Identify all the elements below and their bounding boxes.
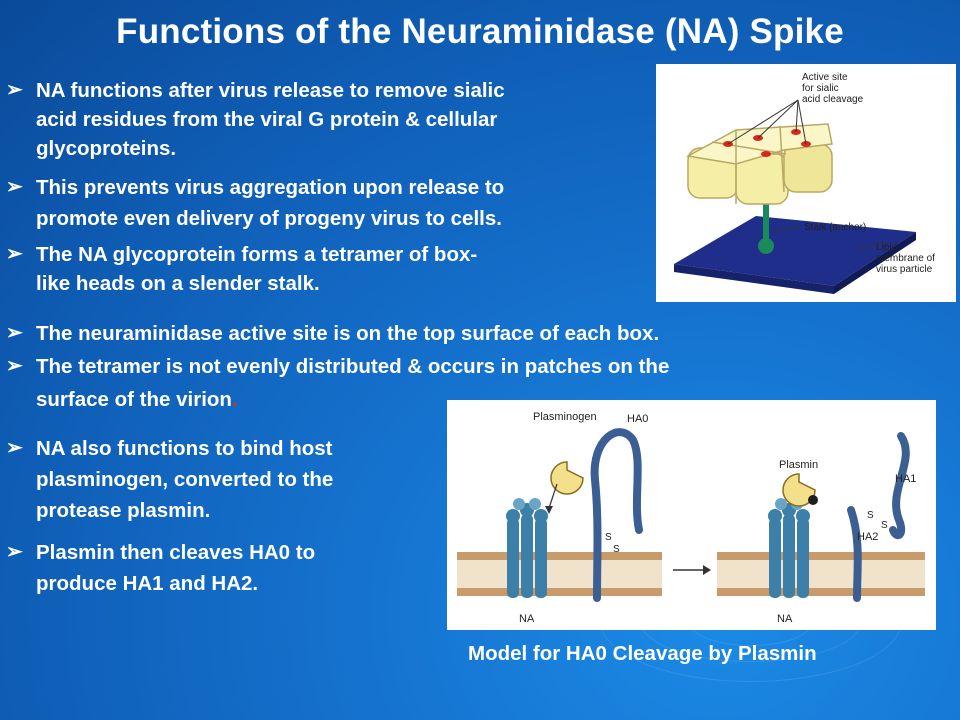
arrow-bullet-icon: ➢: [6, 541, 23, 563]
arrow-bullet-icon: ➢: [6, 322, 23, 344]
disulfide-s: S: [613, 544, 620, 555]
ha0-cleavage-diagram: S S S S Plasminogen HA0 Plasmin HA1 HA2 …: [457, 411, 925, 625]
arrow-bullet-icon: ➢: [6, 176, 23, 198]
bullet-7: ➢ Plasmin then cleaves HA0 to produce HA…: [0, 537, 315, 599]
membrane-edge: [674, 264, 834, 294]
bullet-5: ➢ The tetramer is not evenly distributed…: [0, 350, 669, 416]
arrow-bullet-icon: ➢: [6, 79, 23, 101]
plasmin-icon: [782, 473, 818, 507]
stalk-anchor: [758, 238, 774, 254]
lipid-membrane: [674, 216, 916, 286]
na-tetramer-figure: Active site for sialic acid cleavage Sta…: [656, 64, 956, 302]
transition-arrow-icon: [673, 565, 711, 575]
figure-caption: Model for HA0 Cleavage by Plasmin: [468, 642, 817, 665]
arrow-bullet-icon: ➢: [6, 437, 23, 459]
slide-title: Functions of the Neuraminidase (NA) Spik…: [116, 12, 844, 51]
disulfide-s: S: [867, 510, 874, 521]
na-left-label: NA: [519, 613, 535, 625]
bullet-3: ➢ The NA glycoprotein forms a tetramer o…: [0, 240, 477, 298]
bullet-line: This prevents virus aggregation upon rel…: [36, 176, 505, 199]
bullet-6: ➢ NA also functions to bind host plasmin…: [0, 433, 333, 526]
ha1-chain: [889, 432, 910, 540]
arrow-bullet-icon: ➢: [6, 243, 23, 265]
bullet-line: Plasmin then cleaves HA0 to: [36, 541, 316, 564]
ha0-cleavage-figure: S S S S Plasminogen HA0 Plasmin HA1 HA2 …: [447, 400, 936, 630]
bullet-line: surface of the virion: [36, 388, 232, 411]
ha1-label: HA1: [895, 473, 916, 485]
bullet-line: produce HA1 and HA2.: [36, 572, 259, 595]
na-tetramer-diagram: Active site for sialic acid cleavage Sta…: [674, 72, 938, 294]
bullet-4: ➢ The neuraminidase active site is on th…: [0, 319, 659, 348]
bullet-line: The neuraminidase active site is on the …: [36, 322, 660, 345]
bullet-line: NA also functions to bind host: [36, 437, 333, 460]
arrow-bullet-icon: ➢: [6, 355, 23, 377]
stalk-label: Stalk (anchor): [804, 222, 866, 233]
stalk: [763, 194, 769, 244]
bullet-line: The NA glycoprotein forms a tetramer of …: [36, 243, 478, 266]
plasmin-label: Plasmin: [779, 459, 818, 471]
na-protein-left: [506, 498, 548, 598]
bullet-line: plasminogen, converted to the: [36, 468, 334, 491]
bullet-line: acid residues from the viral G protein &…: [36, 108, 498, 131]
membrane-side: [834, 232, 916, 294]
bullet-line: glycoproteins.: [36, 137, 177, 160]
lipid-bilayer-left: [457, 552, 662, 596]
bullet-line: NA functions after virus release to remo…: [36, 79, 505, 102]
na-protein-right: [768, 498, 810, 598]
disulfide-s: S: [605, 532, 612, 543]
active-site-dots: [723, 129, 811, 157]
disulfide-s: S: [881, 520, 888, 531]
lipid-bilayer-right: [717, 552, 925, 596]
plasminogen-label: Plasminogen: [533, 411, 597, 423]
membrane-label: Lipid membrane of virus particle: [876, 242, 938, 275]
bullet-line: protease plasmin.: [36, 499, 211, 522]
red-period: .: [231, 388, 238, 411]
active-site-label: Active site for sialic acid cleavage: [802, 72, 864, 105]
bullet-1: ➢ NA functions after virus release to re…: [0, 76, 505, 163]
bullet-line: like heads on a slender stalk.: [36, 272, 320, 295]
ha0-chain: [590, 428, 643, 602]
ha2-chain: [847, 506, 862, 602]
bullet-line: The tetramer is not evenly distributed &…: [36, 355, 670, 378]
plasminogen-icon: [545, 461, 584, 514]
ha2-label: HA2: [857, 531, 878, 543]
na-right-label: NA: [777, 613, 793, 625]
leader-lines: [727, 99, 887, 250]
bullet-line: promote even delivery of progeny virus t…: [36, 207, 502, 230]
bullet-2: ➢ This prevents virus aggregation upon r…: [0, 172, 504, 234]
ha0-label: HA0: [627, 413, 648, 425]
